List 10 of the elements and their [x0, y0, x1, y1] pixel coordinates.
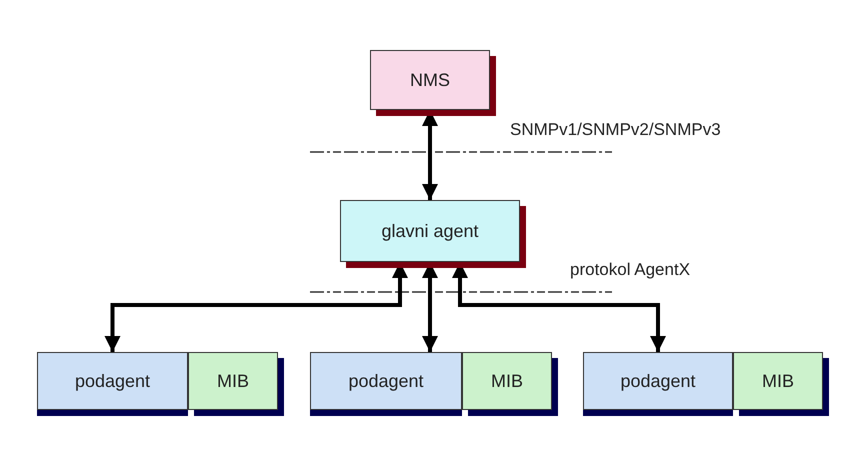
node-label: glavni agent	[381, 220, 479, 242]
protocol-label: protokol AgentX	[570, 260, 690, 280]
node-label: podagent	[74, 370, 150, 392]
node-label: MIB	[216, 370, 249, 392]
node-label: podagent	[620, 370, 696, 392]
node-label: MIB	[490, 370, 523, 392]
protocol-label: SNMPv1/SNMPv2/SNMPv3	[510, 120, 721, 140]
node-label: podagent	[348, 370, 424, 392]
node-label: MIB	[762, 370, 794, 392]
node-label: NMS	[410, 70, 450, 90]
